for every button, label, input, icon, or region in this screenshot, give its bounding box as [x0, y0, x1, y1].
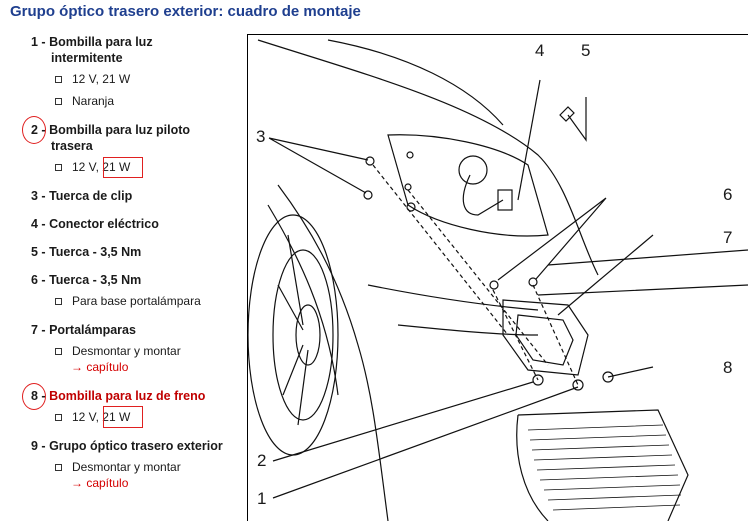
callout-4: 4: [535, 41, 545, 60]
subitem-text: 12 V,: [72, 160, 99, 174]
rear-panel: [387, 134, 549, 237]
bullet-square-icon: [55, 76, 62, 83]
callout-7: 7: [723, 228, 733, 247]
subitem-text: Para base portalámpara: [72, 294, 201, 308]
callout-3: 3: [256, 127, 266, 146]
handwritten-box: [103, 406, 143, 428]
bullet-square-icon: [55, 464, 62, 471]
handwritten-box: [103, 157, 143, 178]
handwritten-circle: [22, 383, 46, 410]
item-label: Tuerca de clip: [49, 189, 133, 203]
handwritten-circle: [22, 116, 46, 144]
item-number: 1 -: [31, 35, 46, 49]
subitem-text: Desmontar y montar: [72, 460, 181, 474]
subitem-text: 12 V,: [72, 410, 99, 424]
item-label: Bombilla para luz piloto: [49, 123, 191, 137]
chapter-link[interactable]: → capítulo: [71, 476, 129, 490]
bullet-square-icon: [55, 164, 62, 171]
bullet-square-icon: [55, 414, 62, 421]
list-item-4: 4 - Conector eléctrico: [31, 217, 159, 231]
list-item-6: 6 - Tuerca - 3,5 Nm: [31, 273, 142, 287]
list-item-3: 3 - Tuerca de clip: [31, 189, 133, 203]
assembly-diagram: 3 4 5 6 7 8 2 1: [247, 34, 749, 522]
callout-1: 1: [257, 489, 267, 508]
list-item-9: 9 - Grupo óptico trasero exterior: [31, 439, 223, 453]
list-subitem: 12 V, 21 W: [55, 160, 130, 175]
rear-light: [516, 409, 689, 522]
list-subitem: Para base portalámpara: [55, 294, 201, 309]
callout-6: 6: [723, 185, 733, 204]
item-label: Tuerca - 3,5 Nm: [49, 245, 142, 259]
list-subitem: 12 V, 21 W: [55, 410, 130, 425]
item-label: Portalámparas: [49, 323, 136, 337]
item-label-cont: intermitente: [51, 51, 123, 65]
item-label-cont: trasera: [51, 139, 93, 153]
bullet-square-icon: [55, 348, 62, 355]
list-item-7: 7 - Portalámparas: [31, 323, 136, 337]
bullet-square-icon: [55, 98, 62, 105]
callout-5: 5: [581, 41, 591, 60]
list-item-8: 8 - Bombilla para luz de freno: [31, 388, 241, 404]
subitem-text: Desmontar y montar: [72, 344, 181, 358]
list-subitem: 12 V, 21 W: [55, 72, 130, 87]
subitem-text: Naranja: [72, 94, 115, 108]
list-subitem: Desmontar y montar: [55, 344, 181, 359]
connector-socket: [458, 155, 488, 185]
list-item-1: 1 - Bombilla para luz intermitente: [31, 34, 241, 66]
page-title: Grupo óptico trasero exterior: cuadro de…: [10, 3, 361, 20]
nut-5: [559, 106, 575, 122]
item-label: Tuerca - 3,5 Nm: [49, 273, 142, 287]
body-line: [257, 39, 599, 276]
item-label: Bombilla para luz: [49, 35, 153, 49]
lamp-holder: [502, 299, 589, 376]
item-label: Bombilla para luz de freno: [49, 389, 206, 403]
callout-8: 8: [723, 358, 733, 377]
list-item-5: 5 - Tuerca - 3,5 Nm: [31, 245, 142, 259]
list-subitem: Desmontar y montar: [55, 460, 181, 475]
item-label: Grupo óptico trasero exterior: [49, 439, 223, 453]
chapter-link[interactable]: → capítulo: [71, 360, 129, 374]
subitem-text: 12 V, 21 W: [72, 72, 131, 86]
subitem-highlight: 21 W: [102, 160, 131, 174]
item-label: Conector eléctrico: [49, 217, 159, 231]
subitem-highlight: 21 W: [102, 410, 131, 424]
list-item-2: 2 - Bombilla para luz piloto trasera: [31, 122, 241, 154]
diagram-svg: [247, 39, 749, 522]
bullet-square-icon: [55, 298, 62, 305]
list-subitem: Naranja: [55, 94, 114, 109]
callout-2: 2: [257, 451, 267, 470]
